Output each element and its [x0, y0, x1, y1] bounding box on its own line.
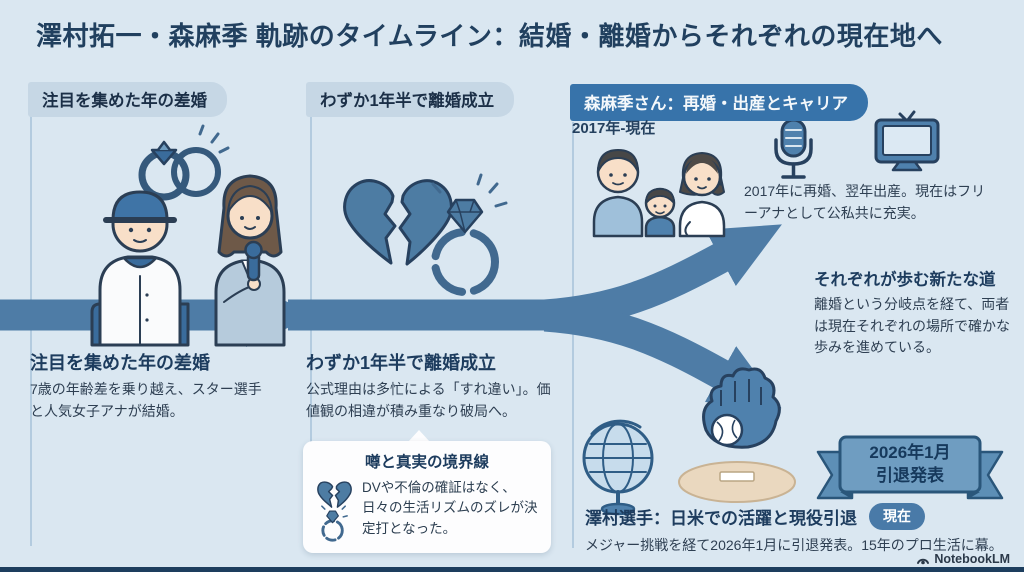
timeline-arrow [0, 224, 782, 409]
section-pill-divorce: わずか1年半で離婚成立 [306, 82, 515, 117]
broken-heart-icon [317, 481, 352, 508]
paths-body-text: 離婚という分岐点を経て、両者は現在それぞれの場所で確かな歩みを進めている。 [814, 296, 1010, 356]
baseball-player-figure [90, 190, 190, 347]
divorce-body-text: 公式理由は多忙による「すれ違い」。価値観の相違が積み重なり破局へ。 [306, 381, 551, 419]
rumor-truth-card: 噂と真実の境界線 DVや不倫の確証はなく、日々の生活リズムのズレが決定打となった… [303, 441, 551, 553]
tv-icon [874, 110, 940, 172]
mori-body-text: 2017年に再婚、翌年出産。現在はフリーアナとして公私共に充実。 [744, 183, 986, 221]
globe-icon [582, 419, 654, 516]
section-pill-marriage: 注目を集めた年の差婚 [28, 82, 227, 117]
marriage-heading: 注目を集めた年の差婚 [30, 353, 210, 373]
divorce-heading: わずか1年半で離婚成立 [306, 353, 497, 373]
microphone-hand-icon [244, 240, 263, 282]
card-body-text: DVや不倫の確証はなく、日々の生活リズムのズレが決定打となった。 [362, 480, 538, 536]
bottom-accent-bar [0, 567, 1024, 572]
notebooklm-brand-label: NotebookLM [934, 552, 1010, 566]
sawamura-heading-row: 澤村選手：日米での活躍と現役引退 現在 [585, 503, 925, 530]
family-illustration [592, 149, 726, 238]
mori-period-label: 2017年-現在 [572, 120, 656, 137]
section-pill-mori: 森麻季さん：再婚・出産とキャリア [570, 84, 868, 121]
card-icons [317, 481, 352, 542]
sawamura-body-text: メジャー挑戦を経て2026年1月に引退発表。15年のプロ生活に幕。 [585, 537, 1003, 553]
broken-heart-icon [343, 179, 453, 266]
notebooklm-brand: NotebookLM [916, 552, 1010, 566]
mother-figure [678, 152, 726, 238]
card-pointer [408, 430, 430, 442]
paths-heading: それぞれが歩む新たな道 [814, 271, 996, 289]
couple-illustration [90, 124, 286, 347]
current-status-badge: 現在 [869, 503, 925, 530]
ribbon-line-1: 2026年1月 [869, 443, 951, 462]
diamond-ring-icon [431, 173, 508, 296]
marriage-body-text: 7歳の年齢差を乗り越え、スター選手と人気女子アナが結婚。 [30, 381, 262, 419]
announcer-figure [214, 174, 286, 347]
baseball-glove-icon [678, 367, 796, 503]
notebooklm-logo-icon [917, 558, 930, 565]
father-figure [592, 149, 644, 238]
ribbon-text: 2026年1月 引退発表 [840, 442, 980, 488]
ribbon-line-2: 引退発表 [876, 465, 944, 485]
wedding-rings-icon [138, 124, 230, 201]
microphone-icon [774, 118, 813, 179]
retirement-ribbon [816, 435, 1004, 500]
sawamura-heading: 澤村選手：日米での活躍と現役引退 [585, 509, 857, 528]
card-title: 噂と真実の境界線 [364, 454, 489, 471]
page-title: 澤村拓一・森麻季 軌跡のタイムライン：結婚・離婚からそれぞれの現在地へ [36, 21, 943, 51]
child-figure [644, 187, 676, 238]
diamond-ring-icon [321, 505, 348, 542]
